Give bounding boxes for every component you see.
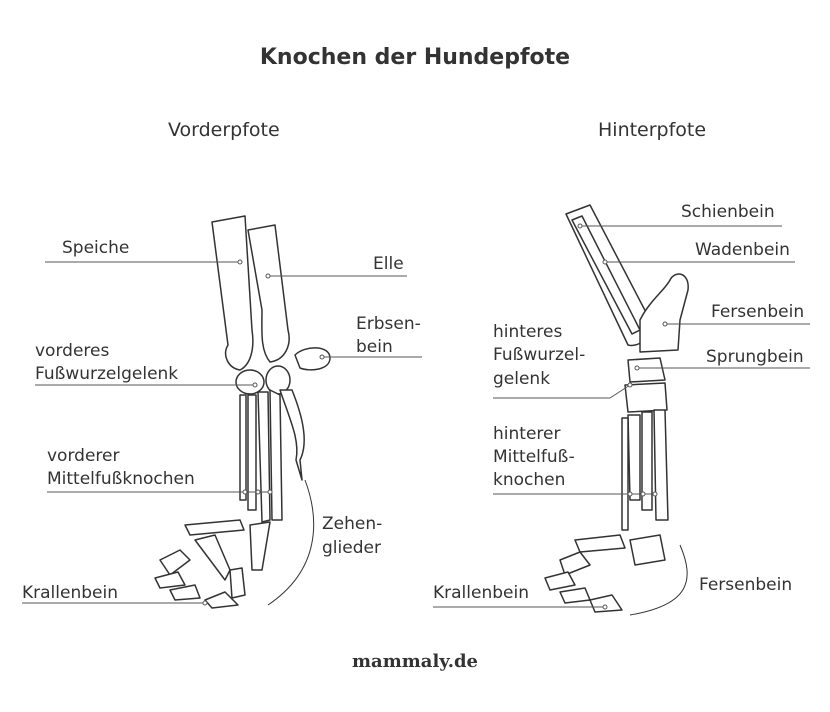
label-front-metacarpal-2: Mittelfußknochen (47, 469, 195, 489)
heel-pad-bracket (629, 544, 688, 616)
brand-footer: mammaly.de (352, 651, 478, 672)
label-hind-metatarsal-1: hinterer (493, 424, 561, 444)
label-hind-metatarsal-2: Mittelfuß- (493, 447, 575, 467)
label-front-carpus-2: Fußwurzelgelenk (35, 364, 179, 384)
calcaneus-bone (639, 273, 689, 353)
label-schienbein: Schienbein (681, 202, 775, 222)
front-paw-heading: Vorderpfote (168, 119, 280, 141)
label-sprungbein: Sprungbein (706, 347, 804, 367)
label-fersenbein: Fersenbein (711, 302, 805, 322)
carpal-bone (235, 369, 265, 395)
leader-lines (22, 223, 810, 610)
label-heel-pad-fersenbein: Fersenbein (699, 575, 793, 595)
label-front-krallenbein: Krallenbein (22, 583, 118, 603)
label-hind-tarsus-3: gelenk (493, 369, 551, 389)
label-erbsenbein-1: Erbsen- (356, 314, 421, 334)
label-zehenglieder-1: Zehen- (322, 514, 383, 534)
label-hind-tarsus-2: Fußwurzel- (493, 345, 586, 365)
front-paw-bones (154, 215, 331, 609)
ulna-bone (247, 224, 290, 363)
label-erbsenbein-2: bein (356, 337, 393, 357)
hind-paw-heading: Hinterpfote (598, 119, 707, 141)
label-front-metacarpal-1: vorderer (47, 446, 120, 466)
pisiform-bone (294, 347, 331, 371)
label-front-carpus-1: vorderes (35, 341, 110, 361)
label-zehenglieder-2: glieder (322, 538, 381, 558)
diagram-title: Knochen der Hundepfote (259, 45, 571, 70)
label-wadenbein: Wadenbein (695, 240, 790, 260)
toe-bracket (267, 479, 315, 606)
label-elle: Elle (373, 254, 404, 274)
label-hind-tarsus-1: hinteres (493, 322, 563, 342)
radius-bone (211, 215, 254, 371)
label-hind-metatarsal-3: knochen (493, 470, 566, 490)
label-speiche: Speiche (62, 238, 130, 258)
hind-paw-bones (544, 204, 689, 613)
label-hind-krallenbein: Krallenbein (433, 583, 529, 603)
fibula-bone (571, 215, 641, 335)
talus-bone (627, 357, 666, 383)
